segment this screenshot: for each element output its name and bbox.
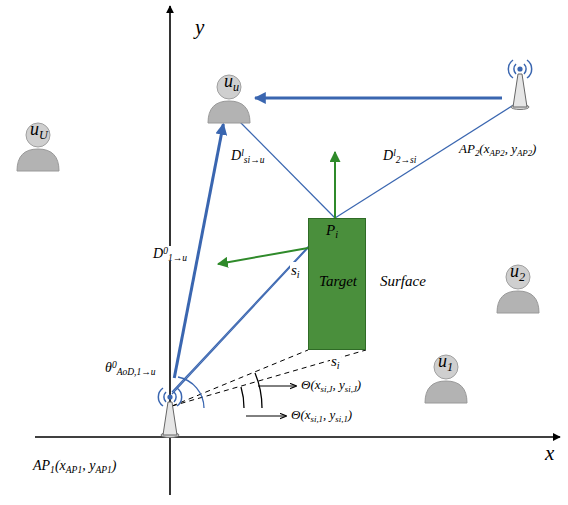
distance-label: Dlsi→u [230,148,265,163]
side-label: si [330,353,341,370]
node-label: u2 [510,262,525,282]
text-run: i [335,229,338,240]
text-run: 0 [112,360,117,370]
text-run: ) [112,458,117,473]
signal-arrow [255,97,502,100]
x-axis [35,436,560,438]
text-run: D [383,148,393,163]
text-run: ) [532,141,536,156]
user-icon: u1 [420,352,472,404]
text-run: l [393,148,396,158]
text-run: 1→u [168,253,187,263]
text-run: u [224,71,233,91]
text-run: U [39,128,48,142]
access-point: AP1(xAP1, yAP1) [152,378,188,438]
user-icon: uU [12,120,64,172]
text-run: AP2 [517,148,532,158]
text-run: , y [505,141,517,156]
distance-label: Dl2→si [382,148,417,163]
text-run: Θ(x [301,377,321,392]
text-run: si→u [244,155,265,165]
angle-label: Θ(xsi,1, ysi,1) [290,408,353,422]
text-run: , y [82,458,95,473]
text-run: θ [105,360,112,375]
text-run: AP1 [66,465,82,475]
text-run: D [231,148,241,163]
text-run: 1 [50,465,55,475]
text-run: u [233,80,239,94]
node-label: uu [224,72,239,92]
axis-label: y [194,16,205,39]
text-run: , y [333,377,345,392]
side-label: si [290,262,301,279]
text-run: 0 [163,246,168,256]
distance-label: D01→u [152,246,188,261]
text-run: u [30,119,39,139]
text-run: 2 [519,270,525,284]
text-run: si,J [345,384,357,394]
text-run: AP [459,141,475,156]
user-icon: u2 [492,262,544,314]
text-run: l [241,148,244,158]
path-line [172,248,308,394]
node-label: uU [30,120,48,140]
text-run: Θ(x [291,407,311,422]
angle-label: θ0AoD,1→u [104,360,157,375]
text-run: , y [323,407,335,422]
text-run: si,1 [311,414,324,424]
text-run: AP [33,458,50,473]
angle-arc [255,373,262,408]
text-run: ) [357,377,361,392]
text-run: AoD,1→u [117,367,156,377]
angle-label: Θ(xsi,J, ysi,J) [300,378,362,392]
angle-arc [178,377,204,408]
text-run: (x [55,458,66,473]
text-run: u [438,351,447,371]
text-run: P [326,222,335,238]
node-label: u1 [438,352,453,372]
text-run: 1 [447,360,453,374]
pointer-arrow [258,386,296,387]
path-line [335,104,515,218]
text-run: 2→si [396,155,417,165]
text-run: AP2 [489,148,504,158]
axis-label: x [544,442,555,465]
normal-arrow [334,152,336,218]
text-run: AP1 [95,465,111,475]
node-label: Surface [379,273,427,290]
text-run: D [153,246,163,261]
text-run: s [331,353,337,369]
node-label: AP2(xAP2, yAP2) [458,142,537,156]
angle-arc [241,387,244,408]
text-run: i [297,269,300,280]
dashed-line [172,350,366,406]
text-run: si,1 [335,414,348,424]
text-run: 2 [475,148,479,158]
point-label: Pi [326,222,338,239]
antenna-icon [502,50,538,110]
text-run: ) [348,407,352,422]
text-run: i [337,360,340,371]
pointer-arrow [246,416,286,417]
node-label: Target [319,273,357,290]
user-icon: uu [203,72,255,124]
text-run: (x [479,141,489,156]
access-point: AP2(xAP2, yAP2) [502,50,538,110]
dashed-line [172,350,308,406]
text-run: si,J [321,384,333,394]
antenna-icon [152,378,188,438]
node-label: AP1(xAP1, yAP1) [32,458,117,473]
text-run: s [291,262,297,278]
text-run: u [510,261,519,281]
path-line [236,118,335,218]
